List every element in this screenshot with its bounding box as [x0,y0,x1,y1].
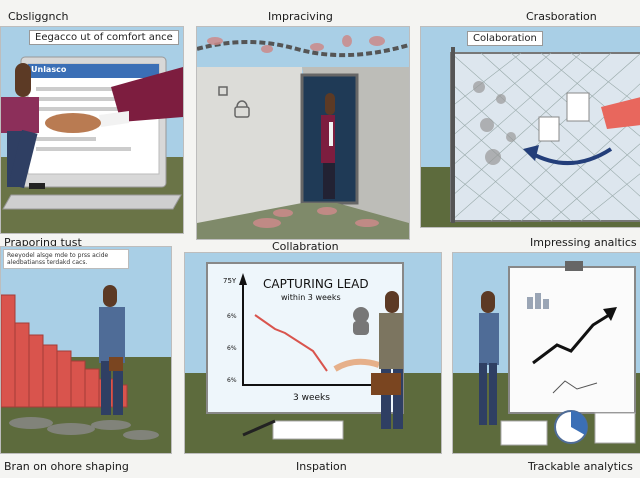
board-y-tick-3: 6% [227,345,237,352]
panel-analytics [452,252,640,454]
caption-mid-3: Impressing analtics [530,236,637,249]
fence-scene [421,27,640,227]
panel-bars: Reeyodel alsge mde to prss acide aledbat… [0,246,172,454]
board-y-tick-1: 75Y [223,277,237,285]
bars-scene [1,247,171,453]
board-scene [185,253,441,453]
panel-collaboration-fence: Colaboration [420,26,640,228]
board-x-label: 3 weeks [293,393,330,403]
board-y-tick-2: 6% [227,313,237,320]
doorway-scene [197,27,409,239]
caption-top-3: Crasboration [526,10,597,23]
panel-3-banner: Colaboration [467,31,543,46]
panel-1-banner: Eegacco ut of comfort ance [29,30,179,45]
caption-mid-2: Collabration [272,240,339,253]
caption-top-1: Cbsliggnch [8,10,69,23]
panel-capturing-lead: CAPTURING LEAD within 3 weeks 75Y 6% 6% … [184,252,442,454]
caption-mid-1: Praporing tust [4,236,82,249]
caption-top-2: Impraciving [268,10,333,23]
board-title: CAPTURING LEAD [263,277,369,291]
panel-doorway [196,26,410,240]
panel-handshake: Eegacco ut of comfort ance Unlasco [0,26,184,234]
analytics-scene [453,253,640,453]
panel-1-screen-header: Unlasco [31,65,67,74]
panel-4-note: Reeyodel alsge mde to prss acide aledbat… [3,249,129,269]
caption-bot-3: Trackable analytics [528,460,633,473]
caption-bot-2: Inspation [296,460,347,473]
board-y-tick-4: 6% [227,377,237,384]
board-subtitle: within 3 weeks [281,293,341,302]
caption-bot-1: Bran on ohore shaping [4,460,129,473]
handshake-scene [1,27,183,233]
